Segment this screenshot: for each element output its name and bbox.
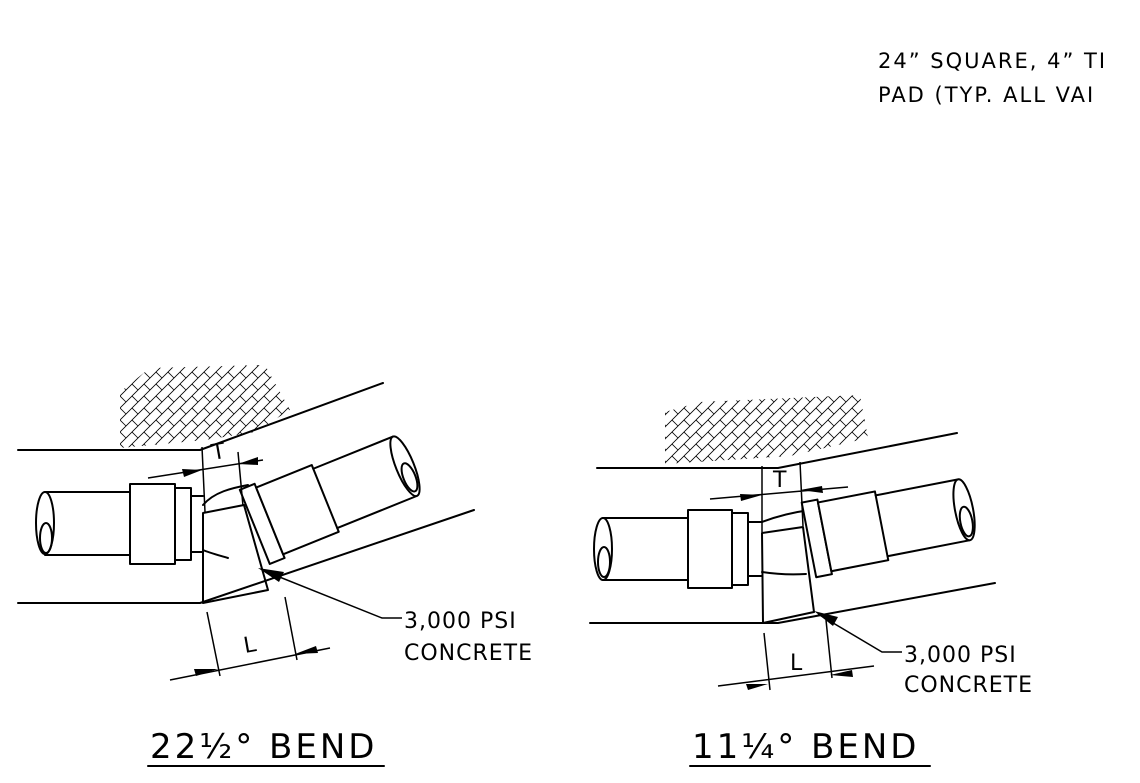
leader-left xyxy=(261,569,402,619)
trench-line-right-bottom xyxy=(589,582,996,624)
dim-t-right xyxy=(709,461,849,532)
title-22-bend: 22½° BEND xyxy=(150,727,377,767)
thrust-block-right xyxy=(761,526,815,624)
bend-22-detail: T L 3,000 PSI CONCRETE 22½° BEND xyxy=(17,365,533,767)
trench-line-left-top xyxy=(17,382,384,451)
thrust-block-left xyxy=(202,504,269,604)
dim-l-left-label: L xyxy=(242,632,259,659)
title-11-bend: 11¼° BEND xyxy=(692,727,919,767)
callout-left-line1: 3,000 PSI xyxy=(404,609,517,634)
callout-right-line1: 3,000 PSI xyxy=(904,643,1017,668)
soil-hatch-right xyxy=(665,395,868,464)
bend-11-detail: T L 3,000 PSI CONCRETE 11¼° BEND xyxy=(589,395,1033,767)
callout-left-line2: CONCRETE xyxy=(404,641,533,666)
leader-right xyxy=(817,613,902,653)
dim-t-right-label: T xyxy=(772,468,787,493)
soil-hatch-left xyxy=(120,365,290,448)
pipe-angled-22 xyxy=(238,435,421,565)
pipe-angled-11 xyxy=(800,478,976,579)
dim-t-left-label: T xyxy=(209,439,229,466)
pipe-right-straight xyxy=(593,509,763,589)
trench-line-right-top xyxy=(596,432,958,469)
trench-line-left-bottom xyxy=(17,509,475,604)
dim-l-right-label: L xyxy=(790,651,803,676)
note-line-2: PAD (TYP. ALL VAI xyxy=(878,83,1095,107)
dim-l-right xyxy=(717,619,875,691)
callout-right-line2: CONCRETE xyxy=(904,673,1033,698)
note-line-1: 24” SQUARE, 4” TI xyxy=(878,49,1107,73)
pipe-left-straight xyxy=(35,483,204,565)
